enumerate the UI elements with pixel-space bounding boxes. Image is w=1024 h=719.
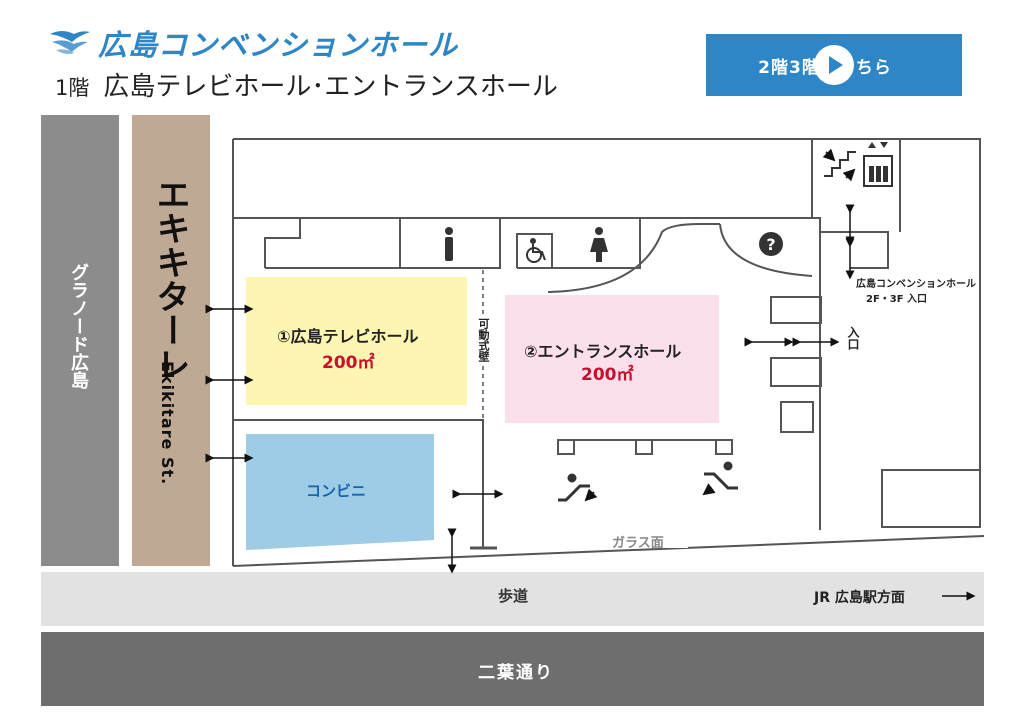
hall1-area: 200㎡ (322, 353, 375, 373)
male-restroom-icon (445, 227, 453, 261)
logo-icon (50, 31, 90, 54)
hall2-area: 200㎡ (581, 365, 634, 385)
accessible-restroom-icon (526, 238, 546, 263)
ekikitare-street: エキキターレ Ekikitare St. (132, 115, 210, 566)
svg-text:?: ? (766, 235, 775, 254)
road-label: 二葉通り (478, 663, 554, 683)
escalator-up-icon (558, 473, 598, 502)
ekikitare-en-label: Ekikitare St. (158, 361, 177, 486)
play-arrow-icon (814, 45, 854, 85)
granode-building: グラノード広島 (41, 115, 119, 566)
station-direction-label: JR 広島駅方面 (814, 590, 905, 606)
information-icon: ? (759, 232, 783, 256)
female-restroom-icon (590, 227, 608, 262)
road (41, 632, 984, 706)
upper-entrance-label: 広島コンベンションホール (856, 279, 976, 290)
brand-header: 広島コンベンションホール (48, 22, 458, 64)
ekikitare-label: エキキターレ (150, 177, 190, 381)
floor-title: 広島テレビホール･エントランスホール (103, 72, 558, 102)
glass-wall-label: ガラス面 (612, 536, 664, 551)
sidewalk-label: 歩道 (498, 587, 529, 605)
stairs-icon (822, 148, 856, 182)
hall2-name: ②エントランスホール (524, 342, 682, 361)
partition-label: 可動式壁 (475, 318, 491, 362)
hall2-room (505, 295, 719, 423)
sidewalk (41, 572, 984, 626)
store-name: コンビニ (306, 482, 367, 500)
upper-floors-button[interactable]: 2階3階はこちら (706, 34, 962, 96)
brand-title: 広島コンベンションホール (98, 28, 459, 62)
floor-heading: 1階広島テレビホール･エントランスホール (55, 66, 558, 103)
escalator-down-icon (702, 461, 738, 496)
entrance-label: 入口 (846, 326, 860, 350)
granode-label: グラノード広島 (68, 263, 89, 389)
upper-entrance-sub-label: 2F・3F 入口 (866, 294, 928, 305)
hall1-room (246, 277, 467, 405)
store-room (246, 434, 434, 550)
floor-label: 1階 (55, 76, 90, 100)
elevator-icon (863, 142, 893, 187)
hall1-name: ①広島テレビホール (277, 327, 419, 346)
